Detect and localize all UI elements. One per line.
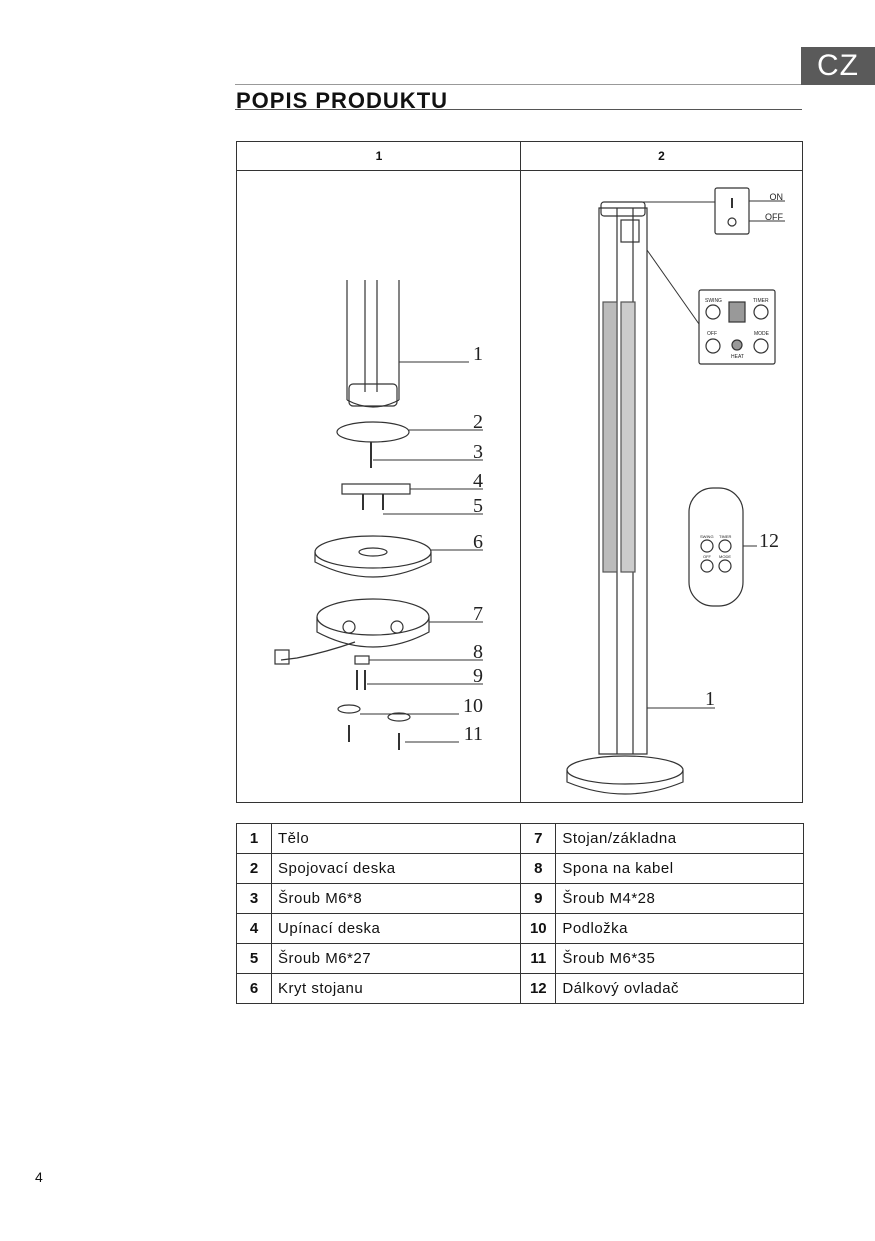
part-number: 8 [520, 853, 557, 884]
assembly-callout-1: 1 [473, 343, 483, 365]
parts-table: 1 Tělo 7 Stojan/základna 2 Spojovací des… [236, 823, 804, 1004]
part-name: Šroub M4*28 [555, 883, 804, 914]
assembly-leader-lines [360, 361, 483, 743]
part-number: 6 [236, 973, 272, 1004]
part-name: Dálkový ovladač [555, 973, 804, 1004]
part-name: Šroub M6*27 [270, 943, 522, 974]
heater-callout-1: 1 [705, 688, 715, 710]
table-row: 4 Upínací deska 10 Podložka [236, 913, 804, 944]
control-panel-illustration: SWING TIMER OFF MODE HEAT [646, 249, 776, 365]
part-number: 5 [236, 943, 272, 974]
panel-timer-label: TIMER [753, 298, 769, 304]
table-row: 5 Šroub M6*27 11 Šroub M6*35 [236, 943, 804, 974]
remote-control-illustration: SWING TIMER OFF MODE [688, 487, 757, 607]
power-cord-illustration [280, 641, 356, 661]
part-number: 1 [236, 823, 272, 854]
part-name: Stojan/základna [555, 823, 804, 854]
part-number: 11 [520, 943, 557, 974]
part-number: 12 [520, 973, 557, 1004]
part-name: Upínací deska [270, 913, 522, 944]
part-name: Kryt stojanu [270, 973, 522, 1004]
part-name: Šroub M6*35 [555, 943, 804, 974]
tower-display-illustration [620, 219, 640, 243]
assembly-callout-8: 8 [473, 641, 483, 663]
assembly-callout-3: 3 [473, 441, 483, 463]
assembly-callout-11: 11 [464, 723, 483, 745]
part-number: 4 [236, 913, 272, 944]
washers-illustration [337, 704, 411, 722]
cable-clip-illustration [354, 655, 370, 665]
part-name: Spojovací deska [270, 853, 522, 884]
table-row: 3 Šroub M6*8 9 Šroub M4*28 [236, 883, 804, 914]
assembly-callout-10: 10 [463, 695, 483, 717]
figure-column-1-header: 1 [237, 142, 521, 171]
clamping-plate-illustration [341, 483, 411, 495]
screws-m6-35-illustration [348, 725, 400, 750]
assembly-diagram: 1 2 3 4 5 6 7 8 9 10 11 [274, 280, 483, 750]
plug-illustration [274, 649, 290, 665]
assembly-callout-9: 9 [473, 665, 483, 687]
stand-base-illustration [316, 598, 430, 648]
panel-heat-label: HEAT [731, 354, 744, 360]
panel-off-label: OFF [707, 331, 717, 337]
switch-on-label: ON [770, 192, 784, 202]
remote-swing-label: SWING [700, 534, 714, 539]
part-number: 2 [236, 853, 272, 884]
tower-base-illustration [566, 755, 684, 785]
table-row: 1 Tělo 7 Stojan/základna [236, 823, 804, 854]
tower-heater-illustration [566, 201, 684, 795]
remote-off-label: OFF [703, 554, 712, 559]
top-rule [235, 84, 801, 85]
product-diagram: 1 2 3 4 5 6 7 8 9 10 11 [274, 187, 785, 795]
assembly-callout-7: 7 [473, 603, 483, 625]
figure-divider [520, 142, 521, 802]
part-name: Podložka [555, 913, 804, 944]
part-number: 7 [520, 823, 557, 854]
assembly-callout-2: 2 [473, 411, 483, 433]
connecting-plate-illustration [336, 421, 410, 443]
page-title: POPIS PRODUKTU [236, 88, 449, 113]
screws-m4-28-illustration [356, 670, 366, 690]
title-underline [235, 109, 802, 110]
panel-mode-label: MODE [754, 331, 770, 337]
power-switch-illustration: ON OFF [637, 187, 785, 235]
remote-timer-label: TIMER [719, 534, 732, 539]
screws-m6-27-illustration [362, 494, 384, 510]
heating-grille-illustration [602, 301, 618, 573]
remote-mode-label: MODE [719, 554, 731, 559]
table-row: 2 Spojovací deska 8 Spona na kabel [236, 853, 804, 884]
part-number: 10 [520, 913, 557, 944]
body-tube-illustration [346, 280, 400, 408]
page-number: 4 [35, 1169, 43, 1185]
language-badge: CZ [801, 47, 875, 85]
part-name: Spona na kabel [555, 853, 804, 884]
switch-off-label: OFF [765, 212, 783, 222]
product-figure: 1 2 [236, 141, 803, 803]
part-name: Šroub M6*8 [270, 883, 522, 914]
part-number: 9 [520, 883, 557, 914]
part-number: 3 [236, 883, 272, 914]
heater-callout-12: 12 [759, 530, 779, 552]
part-name: Tělo [270, 823, 522, 854]
stand-cover-illustration [314, 535, 432, 578]
table-row: 6 Kryt stojanu 12 Dálkový ovladač [236, 973, 804, 1004]
assembly-callout-6: 6 [473, 531, 483, 553]
panel-swing-label: SWING [705, 298, 722, 304]
figure-column-2-header: 2 [521, 142, 802, 171]
assembly-callout-4: 4 [473, 470, 483, 492]
heater-diagram: ON OFF SWING TIMER OFF MODE HEAT [566, 187, 785, 795]
assembly-callout-5: 5 [473, 495, 483, 517]
